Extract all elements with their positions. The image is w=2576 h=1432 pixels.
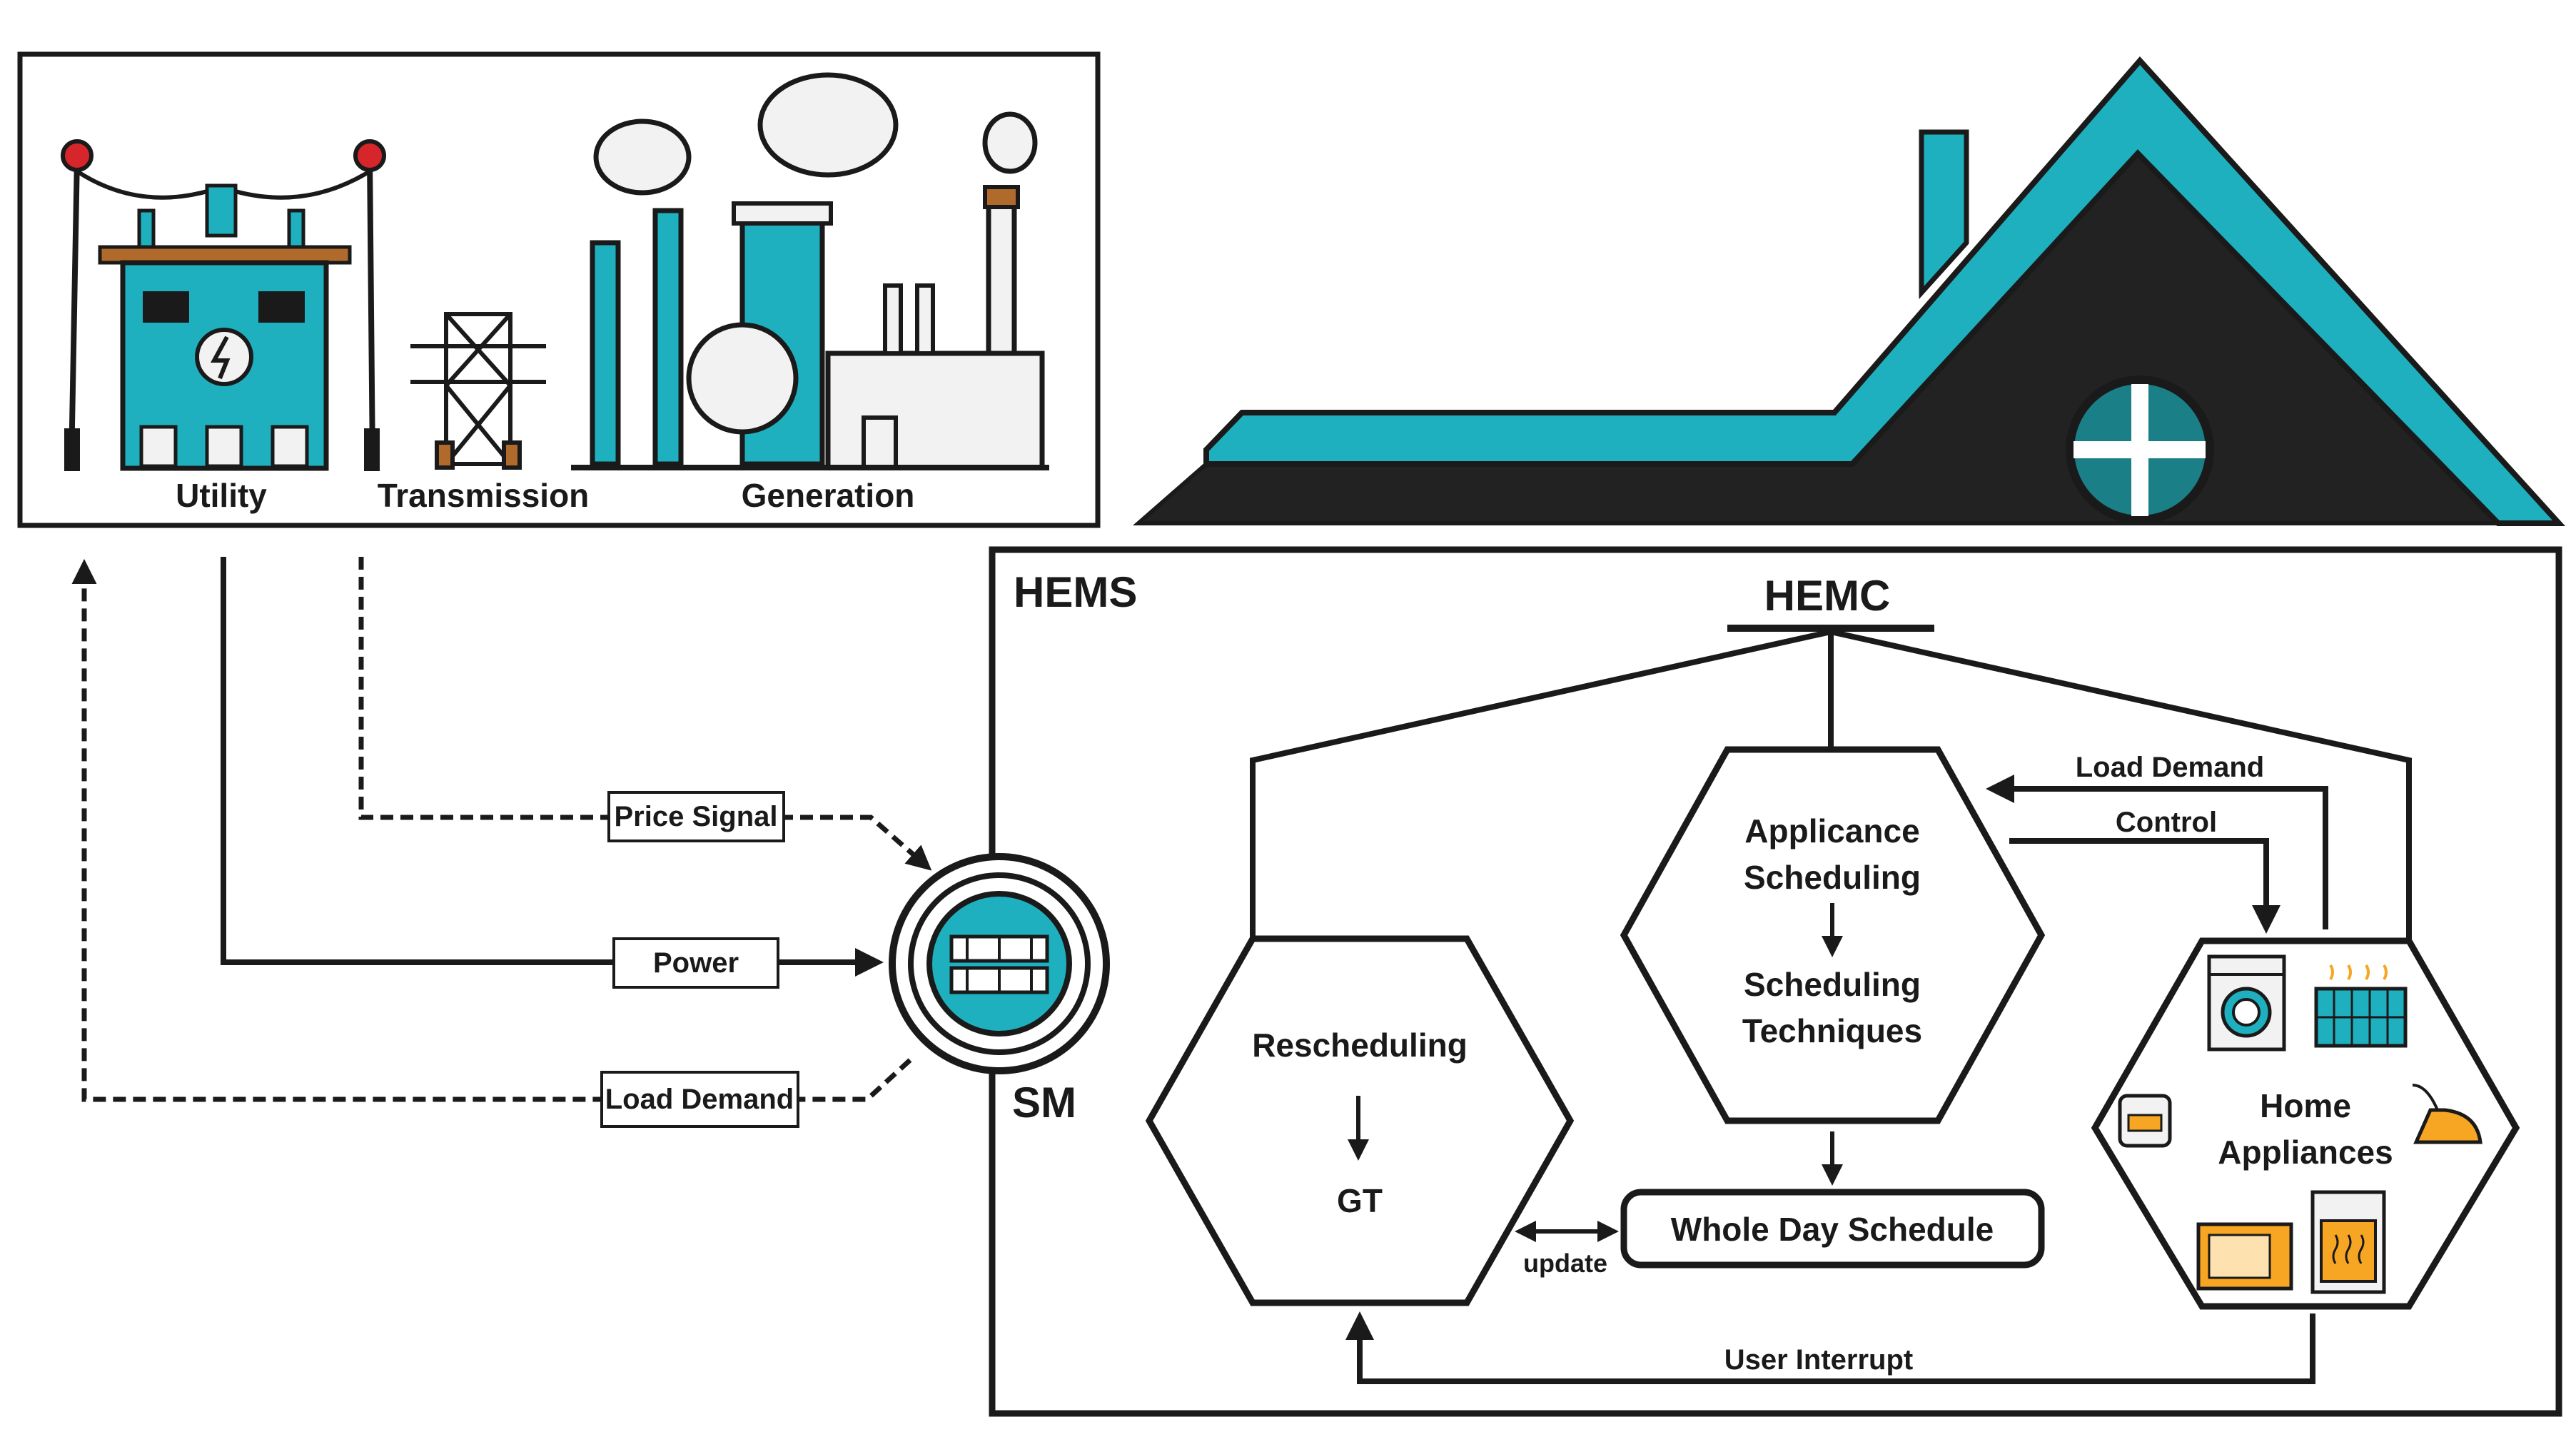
rice-cooker-icon	[2118, 1094, 2172, 1148]
washing-machine-icon	[2207, 954, 2286, 1052]
rescheduling-label: Rescheduling	[1252, 1027, 1468, 1064]
power-label: Power	[653, 947, 739, 979]
power-tag: Power	[612, 937, 779, 989]
whole-day-schedule-label: Whole Day Schedule	[1671, 1211, 1994, 1248]
utility-label: Utility	[176, 477, 267, 514]
appliance-scheduling-line2: Scheduling	[1744, 859, 1921, 896]
flow-lines	[71, 557, 932, 1102]
home-appliances-line1: Home	[2260, 1087, 2351, 1124]
load-demand-feedback-arrow	[1986, 775, 2328, 929]
update-label: update	[1523, 1249, 1607, 1278]
scheduling-techniques-line1: Scheduling	[1744, 966, 1921, 1003]
rescheduling-node: Rescheduling GT	[1145, 935, 1575, 1306]
price-signal-tag: Price Signal	[607, 791, 785, 842]
price-signal-label: Price Signal	[615, 801, 778, 832]
hemc-connectors	[1250, 629, 2412, 939]
appliance-scheduling-node: Applicance Scheduling Scheduling Techniq…	[1620, 746, 2046, 1124]
utility-substation-icon	[61, 139, 386, 471]
whole-day-schedule-box: Whole Day Schedule	[1620, 1189, 2045, 1269]
transmission-label: Transmission	[378, 477, 590, 514]
control-arrow	[2009, 838, 2280, 934]
appliance-scheduling-line1: Applicance	[1744, 812, 1919, 849]
scheduling-techniques-line2: Techniques	[1742, 1012, 1922, 1049]
grid-panel: Utility Transmission	[17, 51, 1101, 528]
home-appliances-line2: Appliances	[2218, 1134, 2393, 1171]
hems-label: HEMS	[1014, 568, 1137, 616]
smart-meter-label: SM	[1012, 1079, 1076, 1126]
smart-meter-icon	[889, 853, 1110, 1074]
user-interrupt-arrow	[1345, 1311, 2315, 1384]
home-appliances-node: Home Appliances	[2091, 937, 2520, 1310]
gt-label: GT	[1337, 1182, 1383, 1219]
hems-load-demand-label: Load Demand	[2076, 752, 2264, 783]
hemc-controller: HEMC	[1727, 572, 1934, 632]
hemc-label: HEMC	[1764, 572, 1891, 620]
transmission-tower-icon	[410, 312, 546, 470]
house-roof-icon	[1133, 56, 2566, 526]
oven-icon	[2310, 1190, 2386, 1294]
control-label: Control	[2116, 807, 2217, 838]
load-demand-tag: Load Demand	[600, 1071, 799, 1128]
load-demand-label: Load Demand	[605, 1084, 794, 1115]
generation-label: Generation	[742, 477, 915, 514]
microwave-icon	[2196, 1222, 2293, 1291]
iron-icon	[2412, 1084, 2482, 1144]
power-plant-icon	[571, 72, 1049, 470]
heater-icon	[2314, 964, 2408, 1048]
user-interrupt-label: User Interrupt	[1724, 1344, 1914, 1376]
